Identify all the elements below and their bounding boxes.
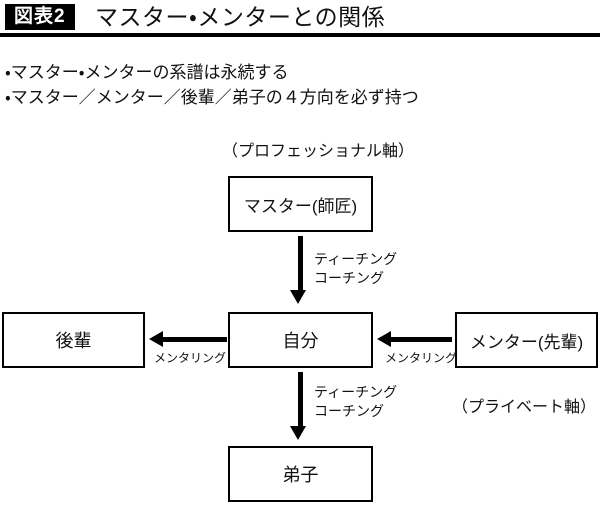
arrow-mentor-to-self: [391, 337, 452, 342]
node-kohai: 後輩: [2, 312, 145, 368]
note-line-2: ・マスター／メンター／後輩／弟子の４方向を必ず持つ: [5, 88, 419, 107]
node-mentor: メンター(先輩): [455, 312, 598, 368]
arrow-down-icon: [290, 426, 306, 440]
figure-badge: 図表2: [5, 4, 75, 30]
arrow-master-to-self: [298, 236, 303, 290]
arrow-left-icon: [377, 331, 391, 347]
title-divider: [0, 33, 600, 37]
edge-label-teaching-bottom: ティーチング コーチング: [314, 383, 397, 421]
node-self: 自分: [228, 312, 373, 368]
edge-label-teaching-top-line2: コーチング: [314, 270, 384, 286]
node-deshi: 弟子: [228, 446, 373, 502]
arrow-down-icon: [290, 290, 306, 304]
edge-label-teaching-bottom-line1: ティーチング: [314, 384, 398, 400]
node-master: マスター(師匠): [228, 176, 373, 232]
edge-label-mentoring-right: メンタリング: [385, 351, 458, 365]
edge-label-teaching-top-line1: ティーチング: [314, 251, 398, 267]
edge-label-mentoring-left: メンタリング: [154, 351, 227, 365]
private-axis-label: （プライベート軸）: [451, 399, 596, 416]
edge-label-teaching-bottom-line2: コーチング: [314, 403, 384, 419]
figure-title: マスター・メンターとの関係: [95, 4, 386, 30]
arrow-self-to-deshi: [298, 372, 303, 426]
note-line-1: ・マスター・メンターの系譜は永続する: [5, 63, 289, 82]
arrow-self-to-kohai: [163, 337, 227, 342]
professional-axis-label: （プロフェッショナル軸）: [221, 143, 414, 160]
arrow-left-icon: [149, 331, 163, 347]
edge-label-teaching-top: ティーチング コーチング: [314, 250, 397, 288]
